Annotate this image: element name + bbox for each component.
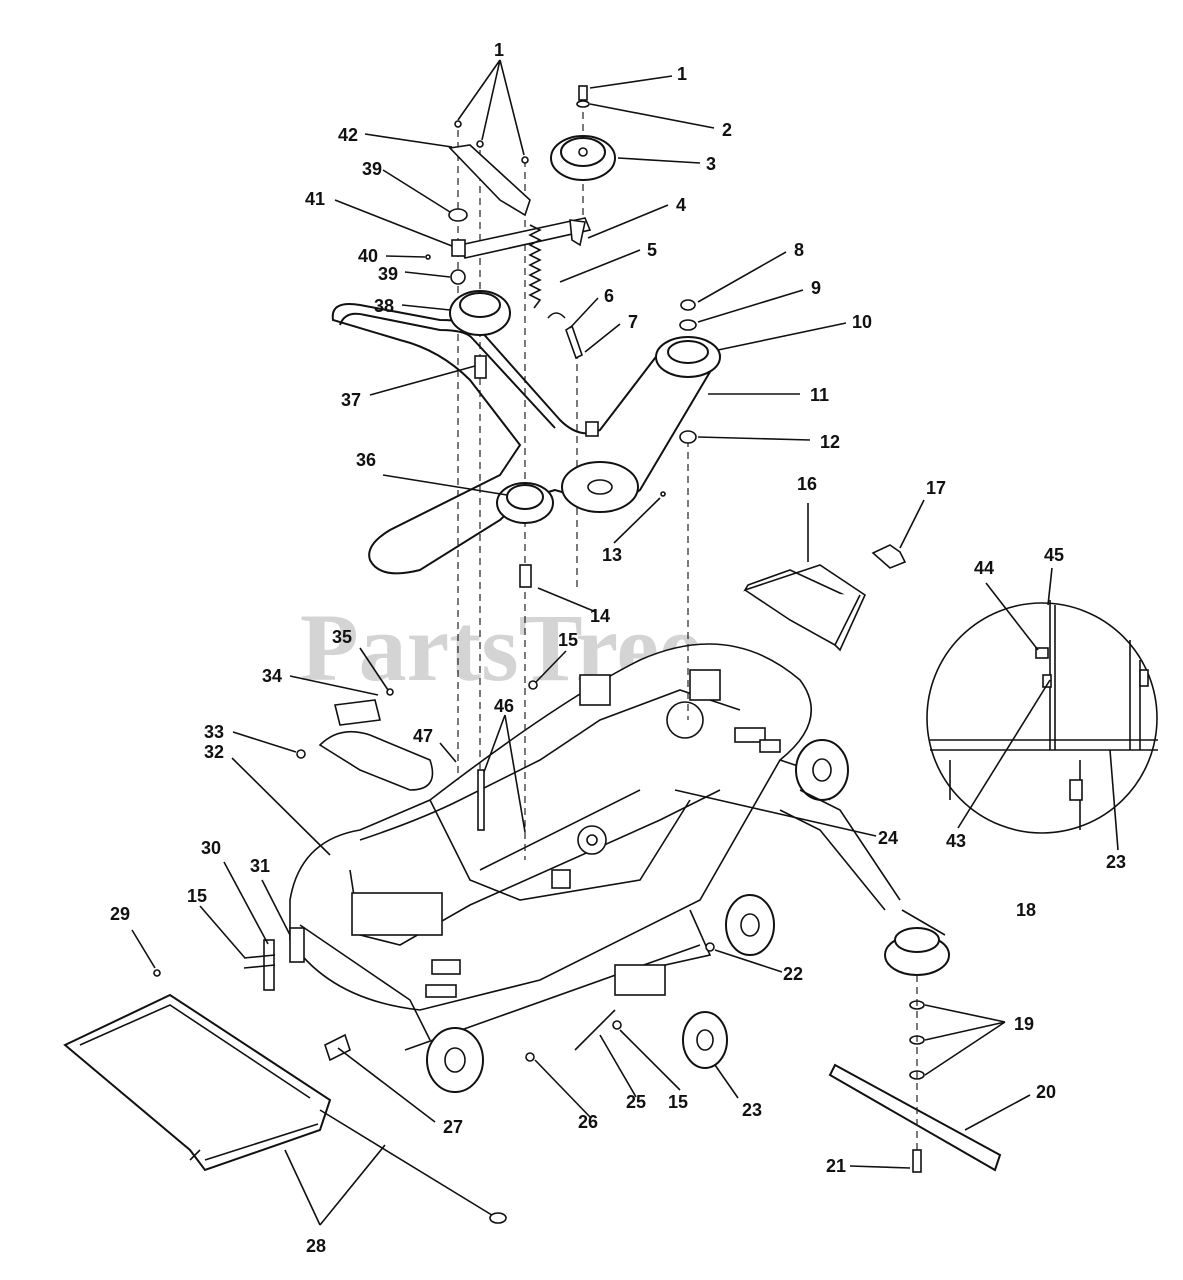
callout-28: 28 <box>306 1236 326 1256</box>
callout-26: 26 <box>578 1112 598 1132</box>
callout-35: 35 <box>332 627 352 647</box>
leader-lines <box>131 59 1119 1226</box>
callout-31: 31 <box>250 856 270 876</box>
callout-22: 22 <box>783 964 803 984</box>
callout-23: 23 <box>742 1100 762 1120</box>
callout-1: 1 <box>677 64 687 84</box>
callout-30: 30 <box>201 838 221 858</box>
callout-4: 4 <box>676 195 686 215</box>
callout-38: 38 <box>374 296 394 316</box>
callout-12: 12 <box>820 432 840 452</box>
callout-10: 10 <box>852 312 872 332</box>
callout-44: 44 <box>974 558 994 578</box>
callout-45: 45 <box>1044 545 1064 565</box>
callout-8: 8 <box>794 240 804 260</box>
callout-39: 39 <box>362 159 382 179</box>
callout-17: 17 <box>926 478 946 498</box>
spring <box>528 224 542 309</box>
callout-11: 11 <box>810 385 829 405</box>
callout-9: 9 <box>811 278 821 298</box>
callout-33: 33 <box>204 722 224 742</box>
callout-46: 46 <box>494 696 514 716</box>
callout-23: 23 <box>1106 852 1126 872</box>
idler-arm <box>448 144 531 217</box>
callout-41: 41 <box>305 189 325 209</box>
callout-21: 21 <box>826 1156 846 1176</box>
callout-42: 42 <box>338 125 358 145</box>
callout-29: 29 <box>110 904 130 924</box>
callout-14: 14 <box>590 606 610 626</box>
callout-13: 13 <box>602 545 622 565</box>
spindle-blade-assembly <box>779 789 1002 1173</box>
callout-20: 20 <box>1036 1082 1056 1102</box>
callout-43: 43 <box>946 831 966 851</box>
callout-24: 24 <box>878 828 898 848</box>
callout-1: 1 <box>494 40 504 60</box>
callout-18: 18 <box>1016 900 1036 920</box>
callout-19: 19 <box>1014 1014 1034 1034</box>
callout-labels: 1 1 2 3 4 5 6 7 8 9 10 11 12 13 14 15 15… <box>110 40 1126 1256</box>
callout-25: 25 <box>626 1092 646 1112</box>
callout-3: 3 <box>706 154 716 174</box>
callout-39: 39 <box>378 264 398 284</box>
callout-6: 6 <box>604 286 614 306</box>
gauge-wheels <box>426 739 849 1093</box>
callout-15: 15 <box>558 630 578 650</box>
callout-2: 2 <box>722 120 732 140</box>
baffle-edge <box>744 589 861 647</box>
callout-16: 16 <box>797 474 817 494</box>
callout-34: 34 <box>262 666 282 686</box>
callout-15: 15 <box>668 1092 688 1112</box>
callout-47: 47 <box>413 726 433 746</box>
callout-5: 5 <box>647 240 657 260</box>
callout-32: 32 <box>204 742 224 762</box>
callout-7: 7 <box>628 312 638 332</box>
callout-27: 27 <box>443 1117 463 1137</box>
callout-15: 15 <box>187 886 207 906</box>
callout-36: 36 <box>356 450 376 470</box>
knob <box>871 544 907 569</box>
callout-37: 37 <box>341 390 361 410</box>
discharge-chute <box>63 993 507 1224</box>
callout-40: 40 <box>358 246 378 266</box>
pulley-center <box>561 461 639 513</box>
deck-shell <box>263 643 831 1051</box>
detail-inset <box>926 600 1158 834</box>
